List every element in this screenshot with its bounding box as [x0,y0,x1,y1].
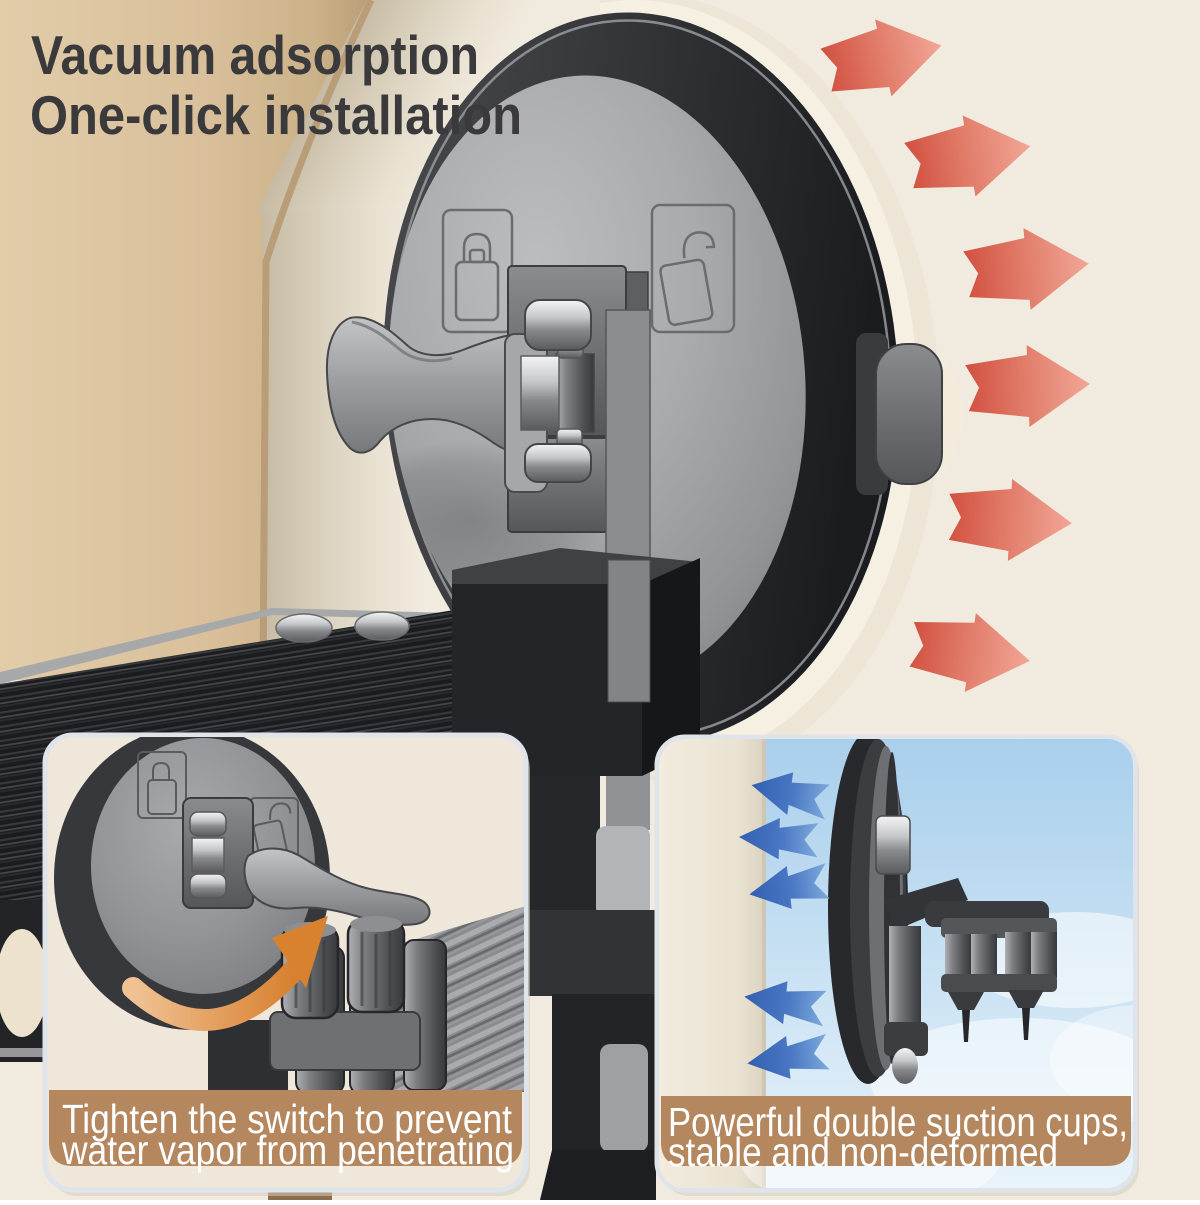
svg-text:Tighten the switch to prevent: Tighten the switch to prevent [62,1096,513,1142]
svg-text:One-click installation: One-click installation [30,84,522,146]
svg-text:stable and non-deformed: stable and non-deformed [668,1129,1058,1175]
svg-text:water vapor from penetrating: water vapor from penetrating [61,1127,514,1173]
svg-text:Powerful double suction cups,: Powerful double suction cups, [668,1099,1128,1145]
svg-text:Vacuum adsorption: Vacuum adsorption [31,24,479,86]
